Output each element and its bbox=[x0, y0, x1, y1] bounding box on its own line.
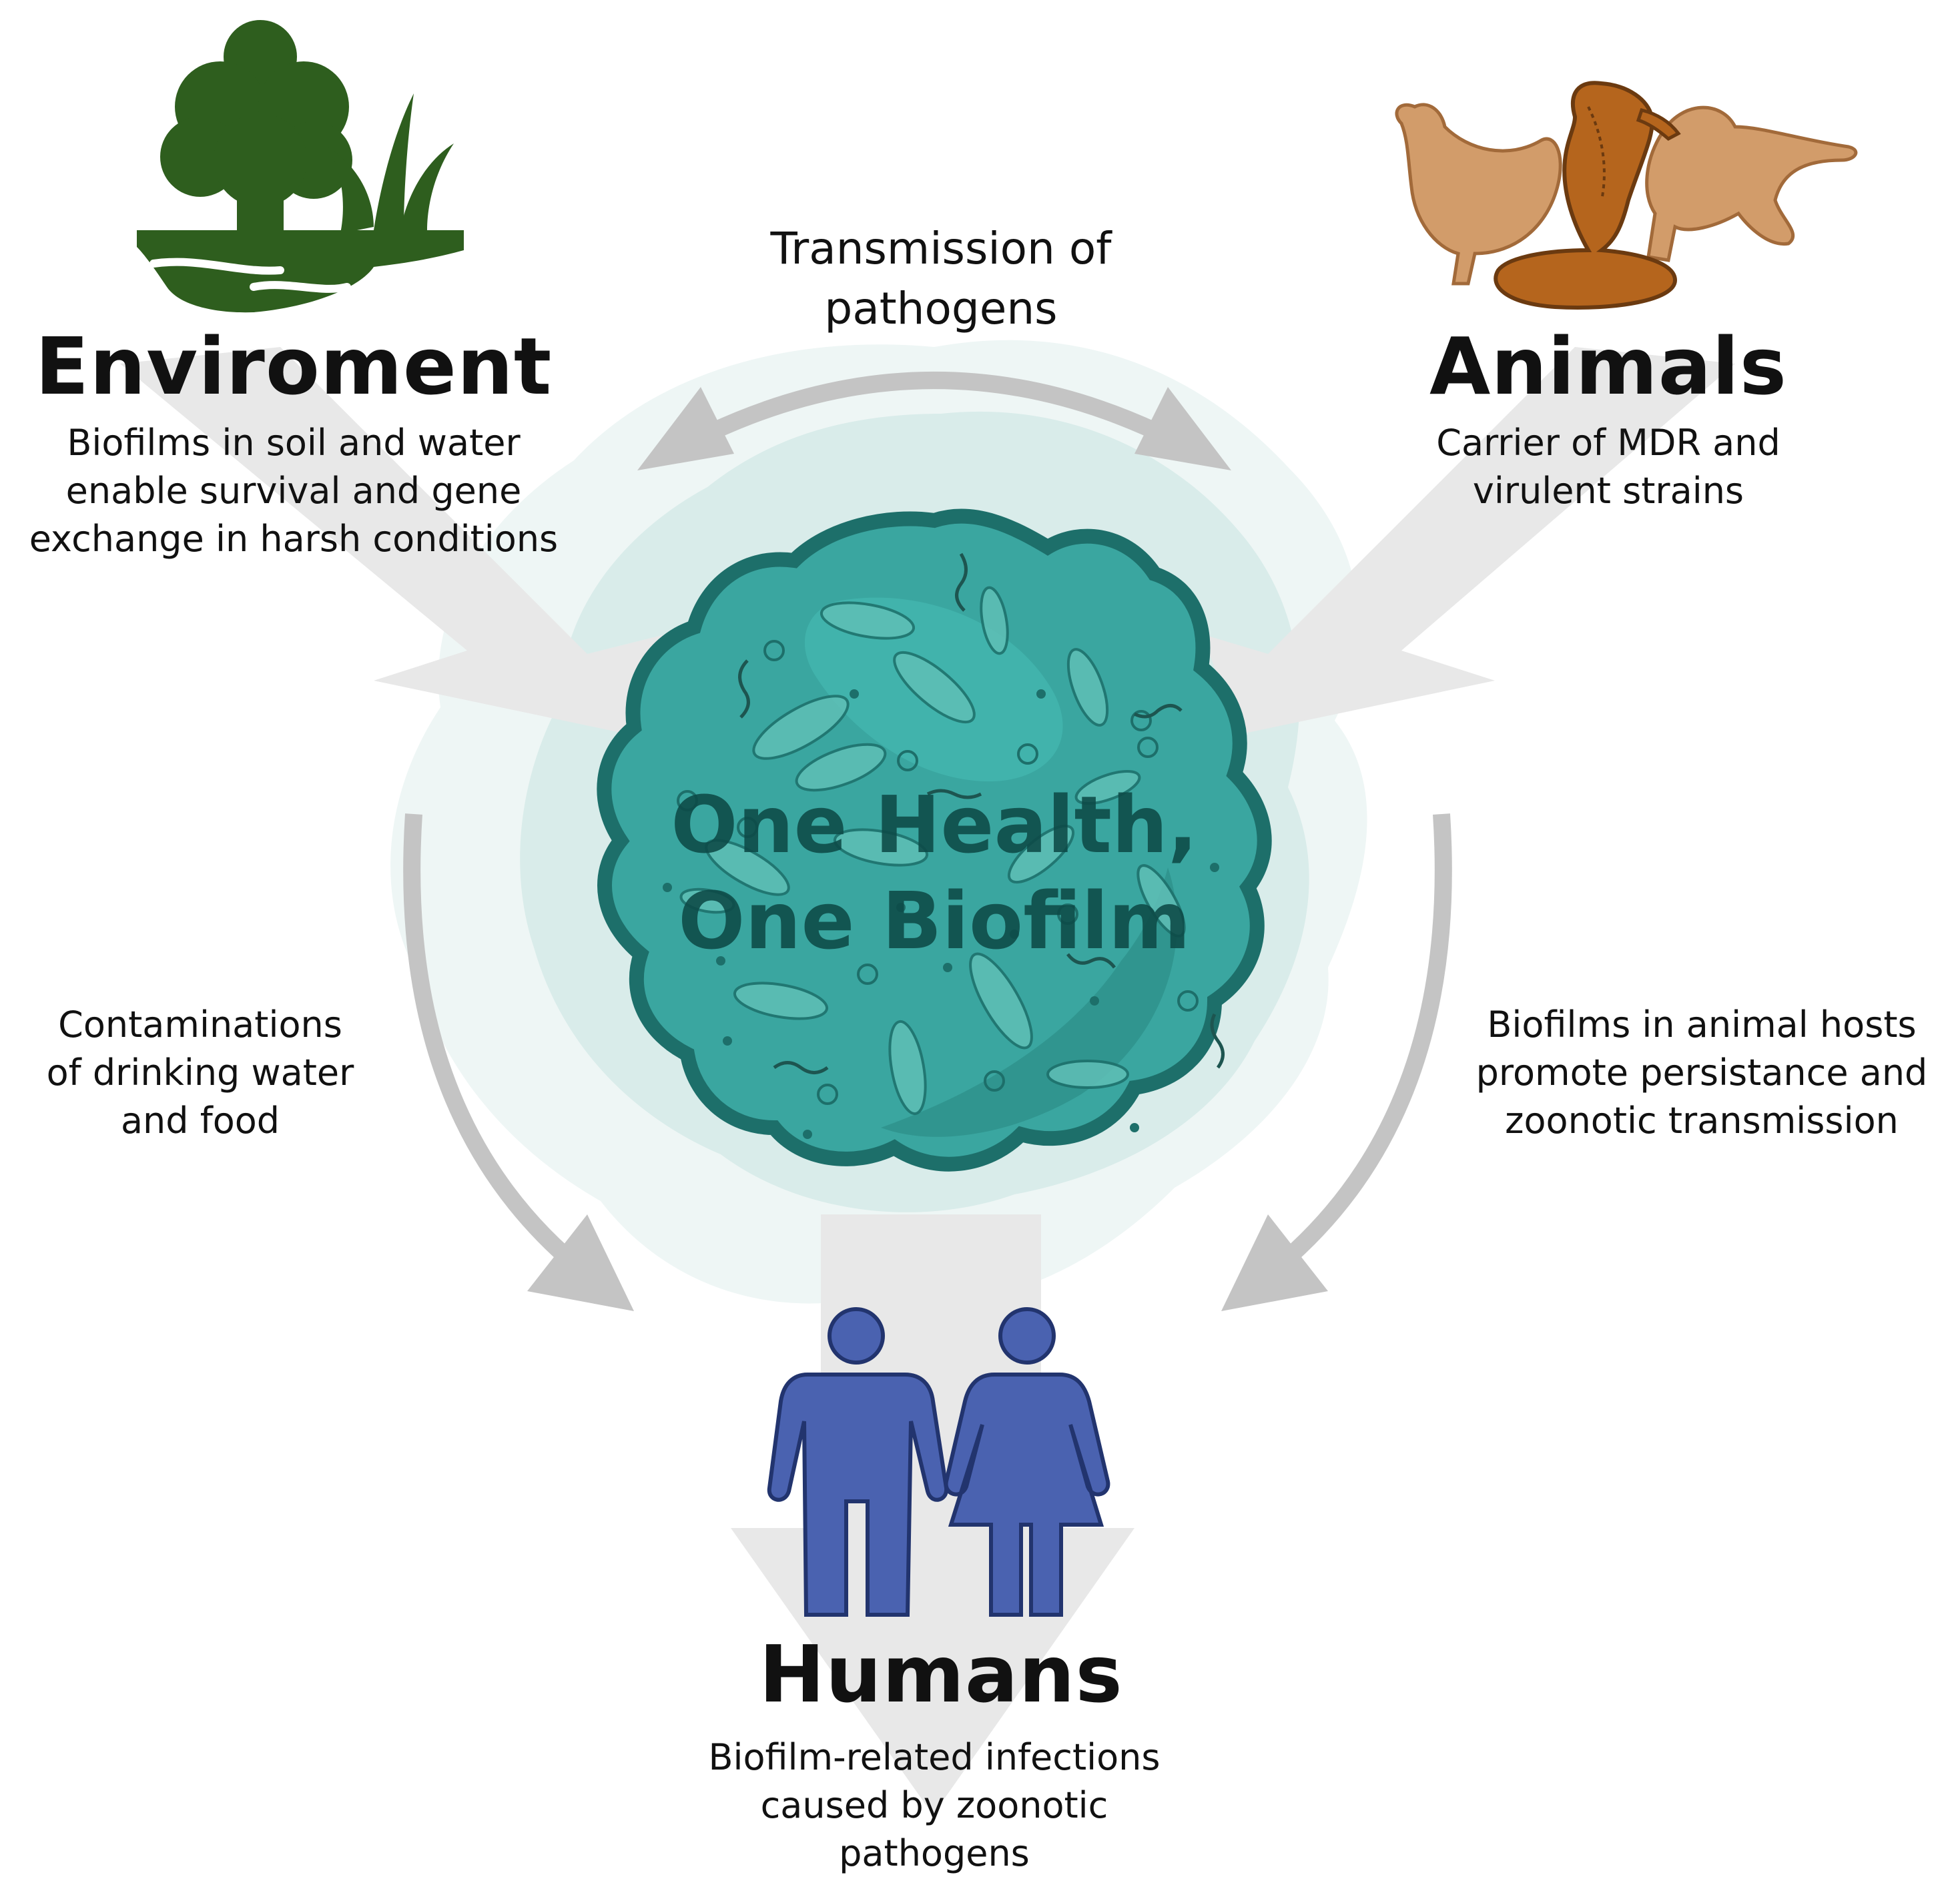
animals-desc-line1: Carrier of MDR and bbox=[1436, 422, 1780, 464]
biofilm-particle bbox=[896, 903, 906, 912]
bacterium-filament bbox=[1066, 953, 1116, 969]
animal-hosts-line1: Biofilms in animal hosts bbox=[1487, 1004, 1917, 1046]
bacterium-rod bbox=[888, 1020, 927, 1116]
bacterium-filament bbox=[926, 789, 982, 799]
humans-desc-line1: Biofilm-related infections bbox=[708, 1736, 1161, 1778]
transmission-curve bbox=[690, 372, 1179, 448]
bacterium-filament bbox=[773, 1061, 829, 1074]
animal-hosts-curve bbox=[1262, 813, 1452, 1282]
transmission-arrowhead-left bbox=[637, 387, 734, 470]
biofilm-particle bbox=[723, 1036, 732, 1046]
environment-desc-line1: Biofilms in soil and water bbox=[67, 422, 521, 464]
bacterium-rod bbox=[980, 586, 1009, 655]
bacterium-rod bbox=[1007, 824, 1075, 884]
bacterium-filament bbox=[1210, 1013, 1225, 1069]
biofilm-to-humans-arrow bbox=[731, 1214, 1134, 1815]
bacterium-rod bbox=[1136, 864, 1186, 937]
bacterium-rod bbox=[1074, 769, 1141, 805]
bacterium-filament bbox=[738, 659, 750, 719]
environment-to-biofilm-arrow bbox=[120, 347, 667, 734]
bacterium-coccus bbox=[677, 790, 698, 811]
bacterium-coccus bbox=[817, 1084, 838, 1105]
bacterium-rod bbox=[893, 651, 976, 724]
center-title-line2: One Biofilm bbox=[678, 875, 1191, 967]
animal-hosts-line3: zoonotic transmission bbox=[1505, 1100, 1899, 1142]
contamination-line2: of drinking water bbox=[46, 1052, 354, 1094]
animals-to-biofilm-arrow bbox=[1201, 347, 1735, 734]
animal-hosts-line2: promote persistance and bbox=[1476, 1052, 1928, 1094]
bacterium-coccus bbox=[984, 1070, 1005, 1092]
humans-desc-line3: pathogens bbox=[839, 1832, 1030, 1874]
biofilm-particle bbox=[803, 1130, 812, 1139]
bacterium-rod bbox=[795, 743, 887, 792]
bacterium-coccus bbox=[1017, 743, 1038, 765]
biofilm-particle bbox=[1130, 1123, 1139, 1132]
biofilm-particle bbox=[1090, 996, 1099, 1006]
chicken-cobra-dog-icon bbox=[1395, 81, 1858, 310]
bacterium-coccus bbox=[897, 750, 918, 771]
bacterium-coccus bbox=[763, 640, 785, 661]
biofilm-particle bbox=[1010, 929, 1019, 939]
contamination-arrowhead bbox=[527, 1214, 634, 1311]
contamination-line1: Contaminations bbox=[58, 1004, 342, 1046]
bacterium-rod bbox=[733, 982, 829, 1020]
tree-grass-soil-icon bbox=[137, 20, 464, 313]
bacterium-rod bbox=[679, 887, 735, 914]
bacterium-coccus bbox=[1177, 990, 1199, 1012]
bacterium-rod bbox=[1066, 648, 1109, 727]
biofilm-particle bbox=[1210, 863, 1219, 872]
bacterium-coccus bbox=[737, 817, 758, 838]
bacterium-rod bbox=[1046, 1060, 1129, 1089]
bacterium-rod bbox=[752, 695, 850, 760]
man-woman-icon bbox=[767, 1307, 1110, 1617]
bacterium-rod bbox=[705, 839, 790, 896]
bacterium-coccus bbox=[1130, 710, 1152, 731]
transmission-line1: Transmission of bbox=[770, 223, 1112, 274]
environment-desc-line3: exchange in harsh conditions bbox=[29, 518, 559, 560]
biofilm-particle bbox=[716, 956, 725, 966]
biofilm-particle bbox=[663, 883, 672, 892]
environment-desc-line2: enable survival and gene bbox=[65, 470, 522, 512]
humans-desc-line2: caused by zoonotic bbox=[760, 1784, 1108, 1826]
transmission-line2: pathogens bbox=[824, 283, 1058, 334]
biofilm-particle bbox=[943, 963, 952, 972]
bacterium-filament bbox=[955, 552, 968, 612]
biofilm-particle bbox=[850, 689, 859, 699]
transmission-arrowhead-right bbox=[1134, 387, 1231, 470]
bacterium-filament bbox=[1133, 704, 1183, 719]
bacterium-rod bbox=[969, 952, 1033, 1050]
environment-title: Enviroment bbox=[35, 320, 553, 412]
bacterium-coccus bbox=[1057, 903, 1078, 925]
center-title-line1: One Health, bbox=[671, 779, 1198, 871]
animals-title: Animals bbox=[1429, 320, 1788, 412]
bacteria-cells bbox=[663, 552, 1225, 1139]
humans-title: Humans bbox=[759, 1628, 1123, 1720]
animal-hosts-arrowhead bbox=[1221, 1214, 1328, 1311]
animals-desc-line2: virulent strains bbox=[1472, 470, 1744, 512]
biofilm-particle bbox=[1036, 689, 1046, 699]
bacterium-coccus bbox=[1137, 737, 1159, 758]
bacterium-coccus bbox=[857, 964, 878, 985]
bacterium-rod bbox=[833, 828, 929, 867]
bacterium-rod bbox=[820, 601, 916, 640]
contamination-curve bbox=[403, 813, 593, 1282]
contamination-line3: and food bbox=[120, 1100, 280, 1142]
